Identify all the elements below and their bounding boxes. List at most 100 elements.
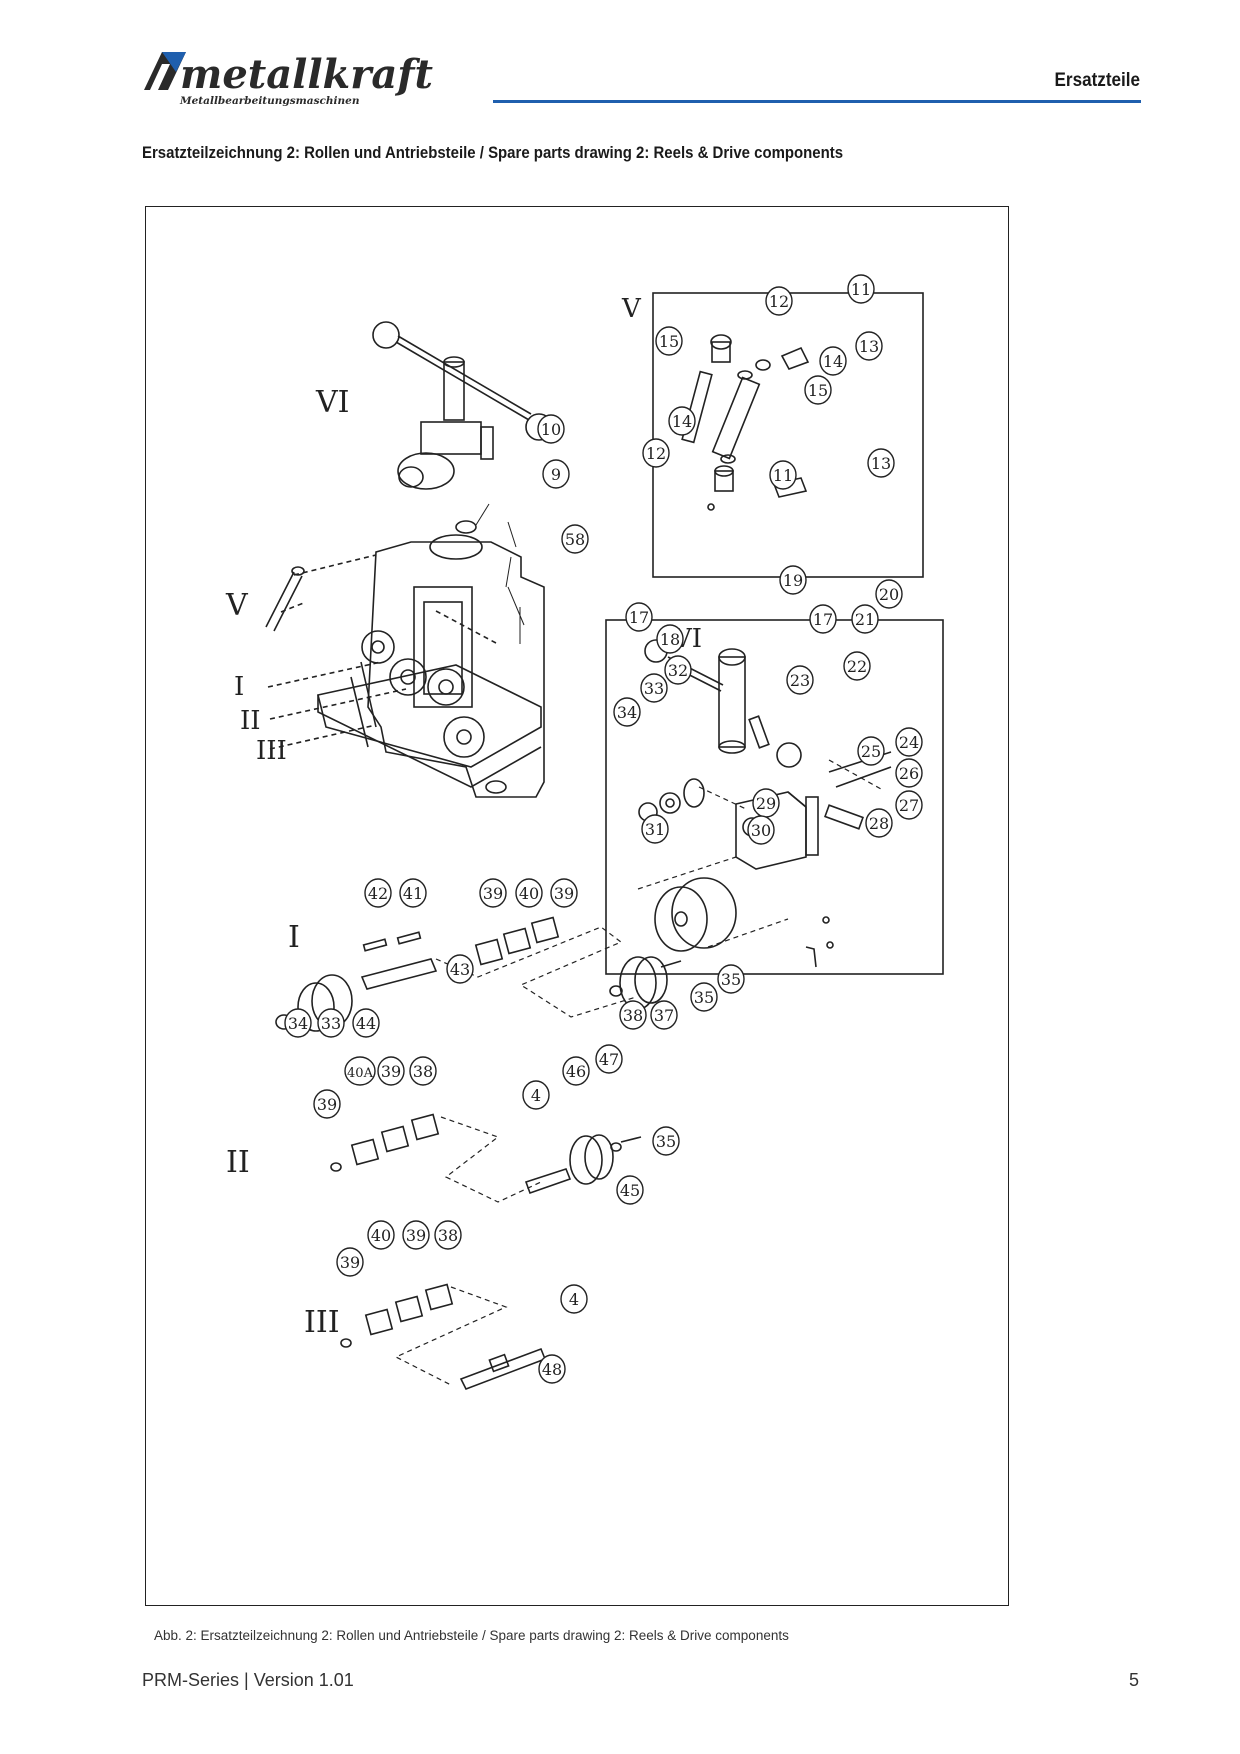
callout-group-ii-39: 39 [313, 1089, 341, 1119]
group-ii-leaders [440, 1116, 542, 1203]
callout-number: 14 [672, 412, 692, 431]
callout-number: 41 [403, 884, 423, 903]
callout-number: 32 [668, 661, 688, 680]
callout-group-i-44: 44 [352, 1008, 380, 1038]
callout-inset-v-13: 13 [867, 448, 895, 478]
callout-number: 9 [551, 465, 561, 484]
group-iii-parts [340, 1283, 547, 1391]
callout-number: 35 [694, 988, 714, 1007]
callout-group-iii-39: 39 [402, 1220, 430, 1250]
group-iii-leaders [394, 1286, 508, 1386]
callout-group-i-33: 33 [317, 1008, 345, 1038]
callout-group-i-34: 34 [284, 1008, 312, 1038]
callout-group-i-41: 41 [399, 878, 427, 908]
callout-inset-v-15: 15 [804, 375, 832, 405]
callout-number: 33 [321, 1014, 341, 1033]
callout-number: 27 [899, 796, 919, 815]
callout-inset-vi-23: 23 [786, 665, 814, 695]
group-label-i-detail: I [288, 920, 300, 955]
callout-number: 45 [620, 1181, 640, 1200]
callout-number: 26 [899, 764, 919, 783]
callout-number: 40 [371, 1226, 391, 1245]
callout-number: 39 [554, 884, 574, 903]
callout-number: 12 [646, 444, 666, 463]
callout-number: 23 [790, 671, 810, 690]
callout-group-i-35: 35 [690, 982, 718, 1012]
callout-number: 13 [871, 454, 891, 473]
callout-number: 4 [569, 1290, 579, 1309]
main-callout-leaders [475, 503, 525, 644]
callout-group-iii-4: 4 [560, 1284, 588, 1314]
callout-main-58: 58 [561, 524, 589, 554]
footer-series-version: PRM-Series | Version 1.01 [142, 1670, 354, 1690]
callout-inset-vi-32: 32 [664, 655, 692, 685]
inset-v-parts [681, 334, 810, 511]
spare-parts-drawing: VI V I II III V VI I II III 111213141515… [225, 274, 944, 1391]
callout-inset-v-11: 11 [847, 274, 875, 304]
callout-number: 40A [347, 1066, 374, 1081]
figure-caption: Abb. 2: Ersatzteilzeichnung 2: Rollen un… [154, 1628, 789, 1643]
callout-inset-vi-26: 26 [895, 758, 923, 788]
callout-number: 39 [340, 1253, 360, 1272]
inset-vi-frame [605, 619, 944, 975]
hand-crank-assembly [372, 321, 553, 534]
logo-tagline: Metallbearbeitungsmaschinen [179, 95, 359, 107]
callout-number: 25 [861, 742, 881, 761]
callout-inset-vi-34: 34 [613, 697, 641, 727]
inset-label-v: V [621, 294, 642, 324]
callout-number: 17 [813, 610, 833, 629]
group-label-i: I [234, 672, 244, 702]
callout-inset-vi-29: 29 [752, 788, 780, 818]
callout-inset-vi-20: 20 [875, 579, 903, 609]
callout-number: 14 [823, 352, 843, 371]
callout-number: 19 [783, 571, 803, 590]
callout-inset-v-14: 14 [668, 406, 696, 436]
callout-number: 44 [356, 1014, 376, 1033]
inset-vi-leaders [637, 759, 882, 948]
callout-inset-v-14: 14 [819, 346, 847, 376]
callout-number: 30 [751, 821, 771, 840]
callout-number: 22 [847, 657, 867, 676]
callout-number: 39 [406, 1226, 426, 1245]
callout-group-iii-40: 40 [367, 1220, 395, 1250]
group-label-v: V [225, 588, 249, 623]
callout-number: 13 [859, 337, 879, 356]
callout-group-ii-38: 38 [409, 1056, 437, 1086]
callout-inset-v-12: 12 [765, 286, 793, 316]
callout-number: 46 [566, 1062, 586, 1081]
callout-inset-vi-30: 30 [747, 815, 775, 845]
callout-number: 11 [851, 280, 871, 299]
callout-group-ii-40A: 40A [344, 1056, 376, 1086]
callout-group-iii-39: 39 [336, 1247, 364, 1277]
callout-group-ii-39: 39 [377, 1056, 405, 1086]
callout-group-i-42: 42 [364, 878, 392, 908]
callout-number: 35 [721, 970, 741, 989]
callout-group-i-39: 39 [479, 878, 507, 908]
callout-inset-vi-18: 18 [656, 624, 684, 654]
callout-number: 20 [879, 585, 899, 604]
callout-number: 34 [617, 703, 637, 722]
callout-inset-vi-21: 21 [851, 604, 879, 634]
callout-number: 10 [541, 420, 561, 439]
callout-group-i-39: 39 [550, 878, 578, 908]
callout-inset-vi-33: 33 [640, 673, 668, 703]
callout-number: 17 [629, 608, 649, 627]
group-i-parts [275, 916, 682, 1032]
callout-number: 39 [483, 884, 503, 903]
callout-main-10: 10 [537, 414, 565, 444]
callout-inset-vi-25: 25 [857, 736, 885, 766]
group-ii-parts [330, 1113, 642, 1195]
callout-number: 39 [317, 1095, 337, 1114]
callout-number: 29 [756, 794, 776, 813]
callout-number: 34 [288, 1014, 308, 1033]
callout-number: 43 [450, 960, 470, 979]
leader-lines-main [267, 554, 497, 750]
group-label-ii-detail: II [226, 1145, 250, 1180]
callout-number: 38 [413, 1062, 433, 1081]
callout-inset-vi-31: 31 [641, 814, 669, 844]
callout-number: 48 [542, 1360, 562, 1379]
callout-group-ii-47: 47 [595, 1044, 623, 1074]
callout-number: 15 [808, 381, 828, 400]
